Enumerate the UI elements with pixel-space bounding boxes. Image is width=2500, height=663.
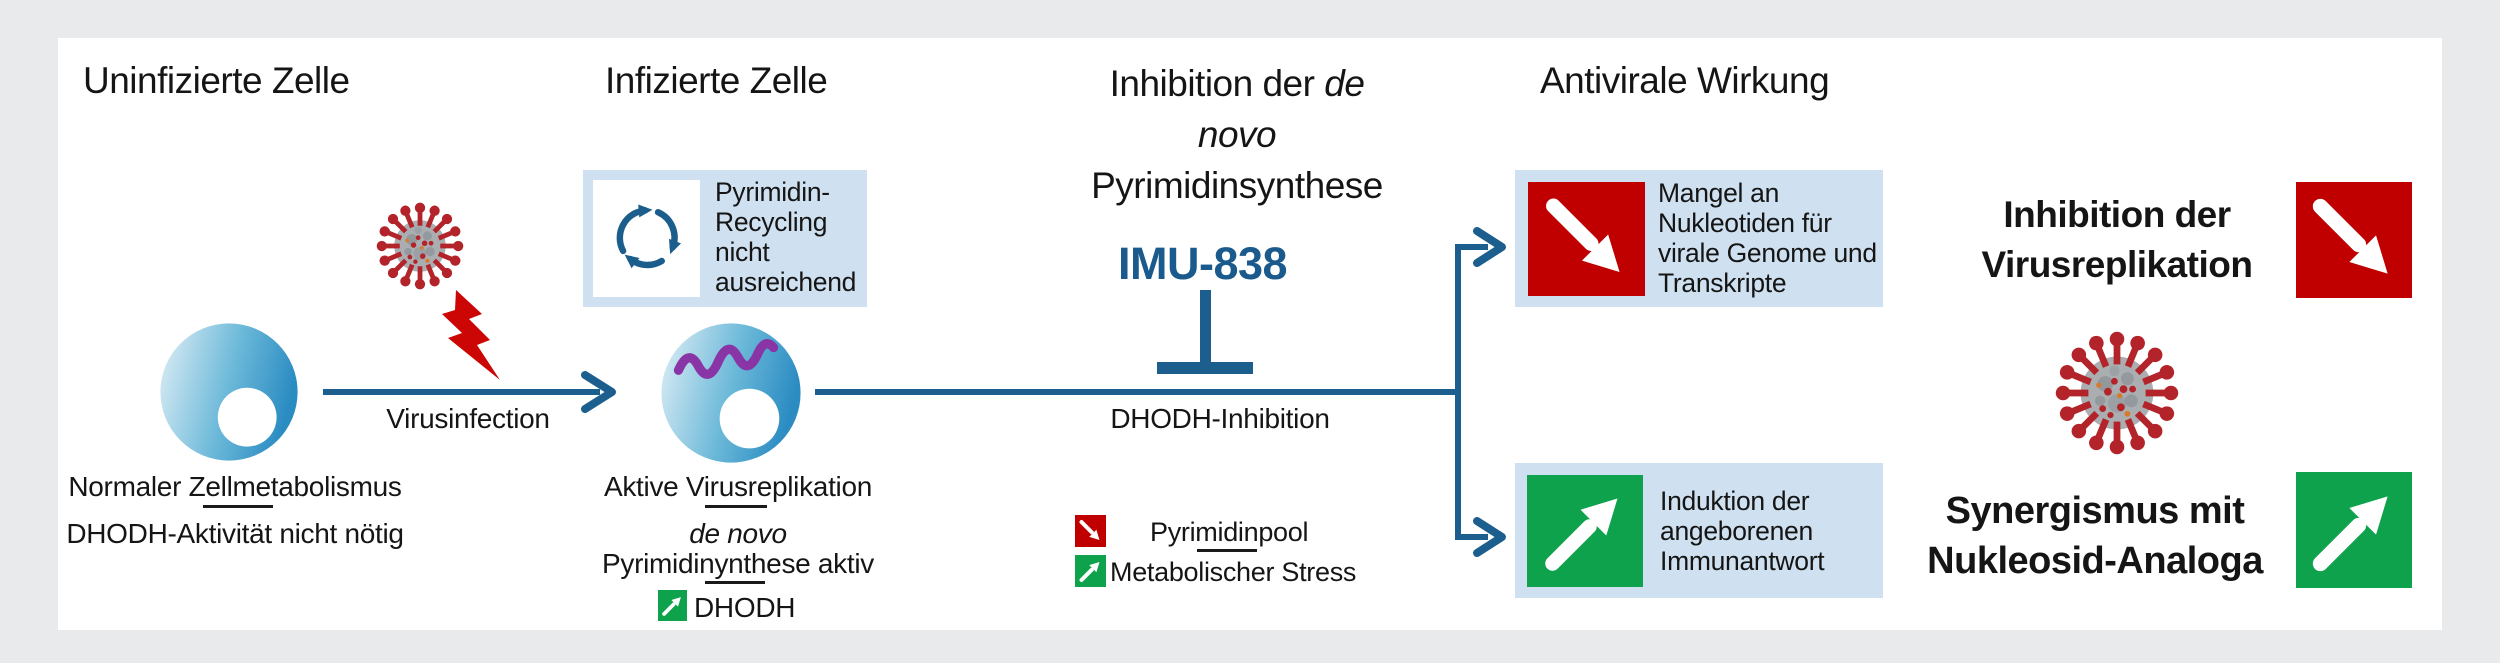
trend-up-icon (2296, 472, 2412, 588)
recycling-text-line2: Recycling (715, 207, 828, 237)
outcome-down-text: Mangel an Nukleotiden für virale Genome … (1658, 178, 1877, 298)
result-synergy-line1: Synergismus mit (1945, 490, 2245, 532)
result-virus-inhibition-line2: Virusreplikation (1981, 244, 2253, 285)
outcome-nucleotide-shortage-box: Mangel an Nukleotiden für virale Genome … (1515, 170, 1883, 307)
heading-uninfected-cell: Uninfizierte Zelle (83, 60, 350, 101)
heading-denovo-line1: Inhibition der de (1109, 63, 1365, 104)
recycle-icon-frame (593, 180, 700, 297)
uninfected-caption-line1: Normaler Zellmetabolismus (68, 471, 402, 502)
underline (705, 505, 767, 508)
recycling-text-line1: Pyrimidin- (715, 177, 830, 207)
outcome-up-line2: angeborenen (1660, 516, 1813, 546)
result-virus-inhibition-label: Inhibition der Virusreplikation (1947, 190, 2287, 290)
uninfected-cell-icon (160, 323, 298, 461)
virus-infection-arrow-label: Virusinfection (386, 403, 550, 434)
infected-cell-icon (661, 323, 801, 463)
trend-down-icon (1075, 515, 1106, 547)
trend-up-icon (1075, 555, 1106, 587)
outcome-down-line4: Transkripte (1658, 268, 1787, 298)
outcome-down-line1: Mangel an (1658, 178, 1780, 208)
infected-caption-line3: Pyrimidinynthese aktiv (602, 548, 874, 579)
legend-pyrimidinepool-label: Pyrimidinpool (1150, 517, 1309, 547)
content-panel (58, 38, 2442, 630)
heading-denovo-inhibition: Inhibition der de novo Pyrimidinsynthese (1037, 58, 1437, 211)
uninfected-caption-line2: DHODH-Aktivität nicht nötig (66, 518, 404, 549)
inhibitor-tbar-stem (1200, 290, 1211, 366)
outcome-down-line3: virale Genome und (1658, 238, 1877, 268)
trend-down-icon (2296, 182, 2412, 298)
dhodh-label: DHODH (694, 592, 796, 623)
result-virus-inhibition-line1: Inhibition der (2003, 194, 2231, 235)
heading-antiviral-effect: Antivirale Wirkung (1540, 60, 1830, 101)
recycling-text-line4: ausreichend (715, 267, 857, 297)
trend-down-icon (1528, 182, 1645, 296)
outcome-up-line1: Induktion der (1660, 486, 1810, 516)
virus-icon (2052, 328, 2182, 458)
recycling-box-text: Pyrimidin- Recycling nicht ausreichend (715, 177, 856, 297)
drug-name-imu838: IMU-838 (1117, 238, 1288, 289)
trend-up-icon (1527, 475, 1643, 587)
underline (705, 581, 765, 584)
heading-infected-cell: Infizierte Zelle (605, 60, 828, 101)
result-synergy-label: Synergismus mit Nukleosid-Analoga (1925, 486, 2265, 586)
virus-icon (374, 200, 466, 292)
heading-denovo-line3: Pyrimidinsynthese (1091, 165, 1383, 206)
heading-denovo-line2: novo (1197, 114, 1277, 155)
recycle-icon (616, 204, 682, 269)
outcome-up-line3: Immunantwort (1660, 546, 1825, 576)
viral-rna-squiggle (673, 339, 779, 379)
pyrimidine-recycling-box: Pyrimidin- Recycling nicht ausreichend (583, 170, 867, 307)
result-synergy-line2: Nukleosid-Analoga (1927, 540, 2263, 582)
outcome-immune-induction-box: Induktion der angeborenen Immunantwort (1515, 463, 1883, 598)
inhibitor-tbar-crossbar (1157, 362, 1253, 374)
underline (1197, 549, 1257, 552)
recycling-text-line3: nicht (715, 237, 770, 267)
dhodh-inhibition-label: DHODH-Inhibition (1110, 403, 1330, 434)
legend-metabolic-stress-label: Metabolischer Stress (1110, 557, 1357, 587)
infected-caption-line2: de novo (689, 518, 787, 549)
outcome-up-text: Induktion der angeborenen Immunantwort (1660, 486, 1825, 576)
underline (203, 505, 273, 508)
lightning-icon (442, 290, 500, 380)
trend-up-icon (658, 590, 687, 621)
outcome-down-line2: Nukleotiden für (1658, 208, 1832, 238)
infected-caption-line1: Aktive Virusreplikation (603, 471, 873, 502)
